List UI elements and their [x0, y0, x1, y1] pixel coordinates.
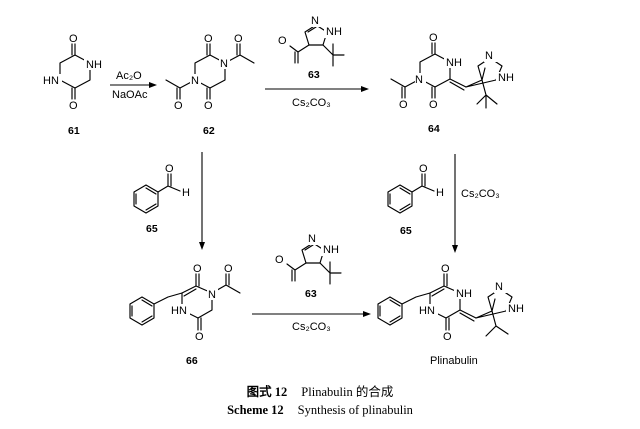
atom-h: H	[182, 187, 190, 199]
reagent-cs2co3: Cs₂CO₃	[292, 97, 331, 109]
reaction-arrow-61-62: Ac₂O NaOAc	[110, 70, 157, 101]
atom-o: O	[441, 263, 450, 275]
atom-hn: HN	[419, 305, 435, 317]
compound-61: O NH HN O 61	[42, 33, 104, 137]
compound-label-61: 61	[68, 125, 80, 137]
reagent-ac2o: Ac₂O	[116, 70, 142, 82]
atom-o: O	[193, 263, 202, 275]
atom-o: O	[443, 331, 452, 343]
reagent-naoac: NaOAc	[112, 89, 148, 101]
caption-text-en: Synthesis of plinabulin	[297, 403, 413, 417]
atom-o: O	[165, 163, 174, 175]
atom-n: N	[208, 289, 216, 301]
atom-nh: NH	[498, 72, 514, 84]
atom-n: N	[415, 74, 423, 86]
atom-nh: NH	[326, 26, 342, 38]
atom-o: O	[69, 33, 78, 45]
reaction-arrow-62-66	[199, 152, 205, 250]
atom-o: O	[204, 33, 213, 45]
compound-label-63: 63	[308, 69, 320, 81]
compound-65-left: O H 65	[133, 163, 190, 235]
compound-64: O NH N O O N NH 64	[390, 32, 518, 135]
atom-n: N	[308, 233, 316, 245]
atom-nh: NH	[456, 288, 472, 300]
compound-66: O O N HN O 66	[129, 263, 241, 367]
atom-o: O	[69, 100, 78, 112]
atom-nh: NH	[508, 303, 524, 315]
compound-63-bottom: N NH O 63	[275, 233, 343, 300]
compound-label-plinabulin: Plinabulin	[430, 355, 478, 367]
atom-n: N	[485, 50, 493, 62]
atom-o: O	[224, 263, 233, 275]
atom-o: O	[204, 100, 213, 112]
reaction-arrow-64-plinabulin: Cs₂CO₃	[452, 154, 500, 253]
atom-hn: HN	[43, 75, 59, 87]
reagent-cs2co3: Cs₂CO₃	[292, 321, 331, 333]
atom-o: O	[174, 100, 183, 112]
atom-hn: HN	[171, 305, 187, 317]
caption-label-en: Scheme 12	[227, 403, 284, 417]
atom-nh: NH	[323, 244, 339, 256]
atom-o: O	[419, 163, 428, 175]
atom-nh: NH	[446, 57, 462, 69]
figure-caption-chinese: 图式 12 Plinabulin 的合成	[0, 384, 640, 400]
atom-o: O	[429, 32, 438, 44]
compound-65-right: O H 65	[387, 163, 444, 237]
atom-nh: NH	[86, 59, 102, 71]
reaction-arrow-66-plinabulin: Cs₂CO₃	[252, 311, 371, 333]
reagent-cs2co3: Cs₂CO₃	[461, 188, 500, 200]
compound-label-64: 64	[428, 123, 440, 135]
compound-label-63: 63	[305, 288, 317, 300]
compound-label-62: 62	[203, 125, 215, 137]
atom-n: N	[495, 281, 503, 293]
atom-o: O	[195, 331, 204, 343]
atom-o: O	[278, 35, 287, 47]
atom-h: H	[436, 187, 444, 199]
caption-label-cn: 图式 12	[246, 385, 288, 399]
atom-n: N	[220, 58, 228, 70]
compound-63-top: N NH O 63	[278, 15, 346, 81]
atom-n: N	[311, 15, 319, 27]
figure-caption-english: Scheme 12 Synthesis of plinabulin	[0, 402, 640, 418]
compound-label-65: 65	[146, 223, 158, 235]
compound-label-66: 66	[186, 355, 198, 367]
reaction-arrow-62-64: Cs₂CO₃	[265, 86, 369, 109]
atom-n: N	[191, 75, 199, 87]
compound-62: O O N N O O 62	[165, 33, 255, 137]
atom-o: O	[399, 99, 408, 111]
compound-plinabulin: O NH HN O N NH Plinabulin	[377, 263, 528, 367]
atom-o: O	[429, 99, 438, 111]
compound-label-65: 65	[400, 225, 412, 237]
atom-o: O	[275, 254, 284, 266]
atom-o: O	[234, 33, 243, 45]
caption-text-cn: Plinabulin 的合成	[301, 385, 394, 399]
